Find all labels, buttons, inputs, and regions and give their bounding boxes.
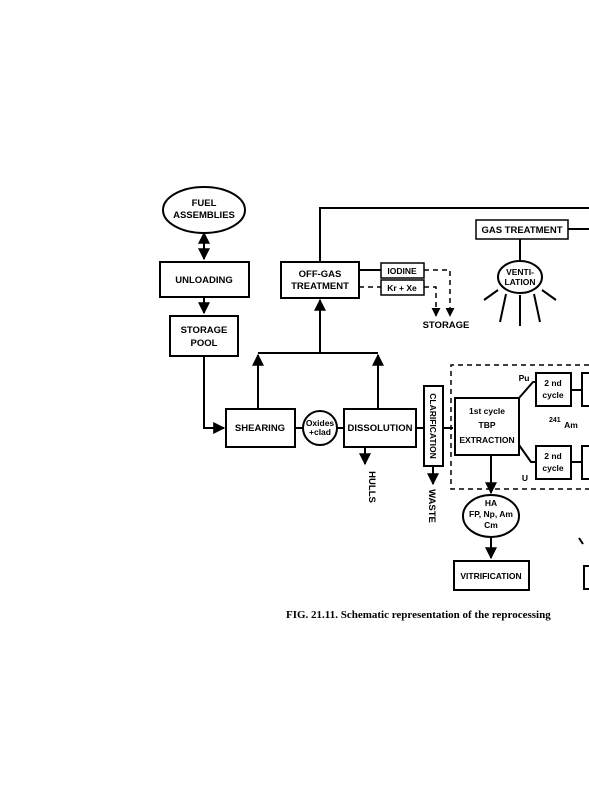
second-cycle-bottom-node: 2 nd cycle: [535, 445, 572, 480]
waste-label: WASTE: [426, 489, 437, 523]
first-cycle-label-1: 1st cycle: [469, 406, 505, 416]
iodine-label: IODINE: [387, 266, 417, 276]
vitrification-label: VITRIFICATION: [460, 571, 521, 581]
first-cycle-label-2: TBP: [479, 420, 496, 430]
am-mass-number: 241: [549, 417, 561, 424]
iodine-node: IODINE: [380, 262, 425, 279]
first-cycle-node: 1st cycle TBP EXTRACTION: [454, 397, 520, 456]
kr-xe-node: Kr + Xe: [380, 279, 425, 296]
storage-label: STORAGE: [423, 320, 470, 331]
storage-pool-node: STORAGE POOL: [169, 315, 239, 357]
dissolution-label: DISSOLUTION: [348, 423, 413, 434]
unloading-label: UNLOADING: [175, 275, 233, 286]
clarification-label: CLARIFICATION: [428, 393, 438, 458]
second-cycle-bottom-label-2: cycle: [542, 463, 564, 473]
second-cycle-top-label-2: cycle: [542, 390, 564, 400]
fuel-assemblies-label-1: FUEL: [192, 198, 217, 209]
second-cycle-top-node: 2 nd cycle: [535, 372, 572, 407]
offgas-label-2: TREATMENT: [291, 281, 349, 292]
kr-xe-label: Kr + Xe: [387, 283, 417, 293]
ha-label-1: HA: [485, 498, 497, 508]
oxides-label-2: +clad: [309, 427, 331, 437]
am-label: 241 Am: [549, 417, 578, 430]
pu-label: Pu: [519, 373, 530, 383]
storage-pool-label-2: POOL: [191, 338, 218, 349]
ha-node: HA FP, Np, Am Cm: [462, 494, 520, 538]
fuel-assemblies-node: FUEL ASSEMBLIES: [162, 186, 246, 234]
partial-box-top: [581, 372, 589, 407]
ventilation-node: VENTI- LATION: [497, 260, 543, 294]
offgas-label-1: OFF-GAS: [299, 269, 342, 280]
second-cycle-bottom-label-1: 2 nd: [544, 451, 561, 461]
fuel-assemblies-label-2: ASSEMBLIES: [173, 210, 235, 221]
oxides-clad-node: Oxides +clad: [302, 410, 338, 446]
unloading-node: UNLOADING: [159, 261, 250, 298]
hulls-label: HULLS: [366, 471, 377, 503]
shearing-label: SHEARING: [235, 423, 285, 434]
storage-pool-label-1: STORAGE: [181, 325, 228, 336]
ha-label-2: FP, Np, Am: [469, 509, 513, 519]
clarification-node: CLARIFICATION: [423, 385, 444, 467]
partial-box-bottom: [581, 445, 589, 480]
connectors: [198, 207, 589, 590]
ventilation-label-2: LATION: [504, 277, 535, 287]
second-cycle-top-label-1: 2 nd: [544, 378, 561, 388]
gas-treatment-node: GAS TREATMENT: [475, 219, 569, 240]
first-cycle-label-3: EXTRACTION: [459, 435, 514, 445]
shearing-node: SHEARING: [225, 408, 296, 448]
dissolution-node: DISSOLUTION: [343, 408, 417, 448]
figure-caption: FIG. 21.11. Schematic representation of …: [286, 609, 551, 621]
oxides-label-1: Oxides: [306, 418, 335, 428]
vitrification-node: VITRIFICATION: [453, 560, 530, 591]
gas-treatment-label: GAS TREATMENT: [481, 225, 562, 236]
ventilation-label-1: VENTI-: [506, 267, 534, 277]
ha-label-3: Cm: [484, 520, 498, 530]
am-symbol: Am: [564, 420, 578, 430]
u-label: U: [522, 473, 528, 483]
offgas-treatment-node: OFF-GAS TREATMENT: [280, 261, 360, 299]
